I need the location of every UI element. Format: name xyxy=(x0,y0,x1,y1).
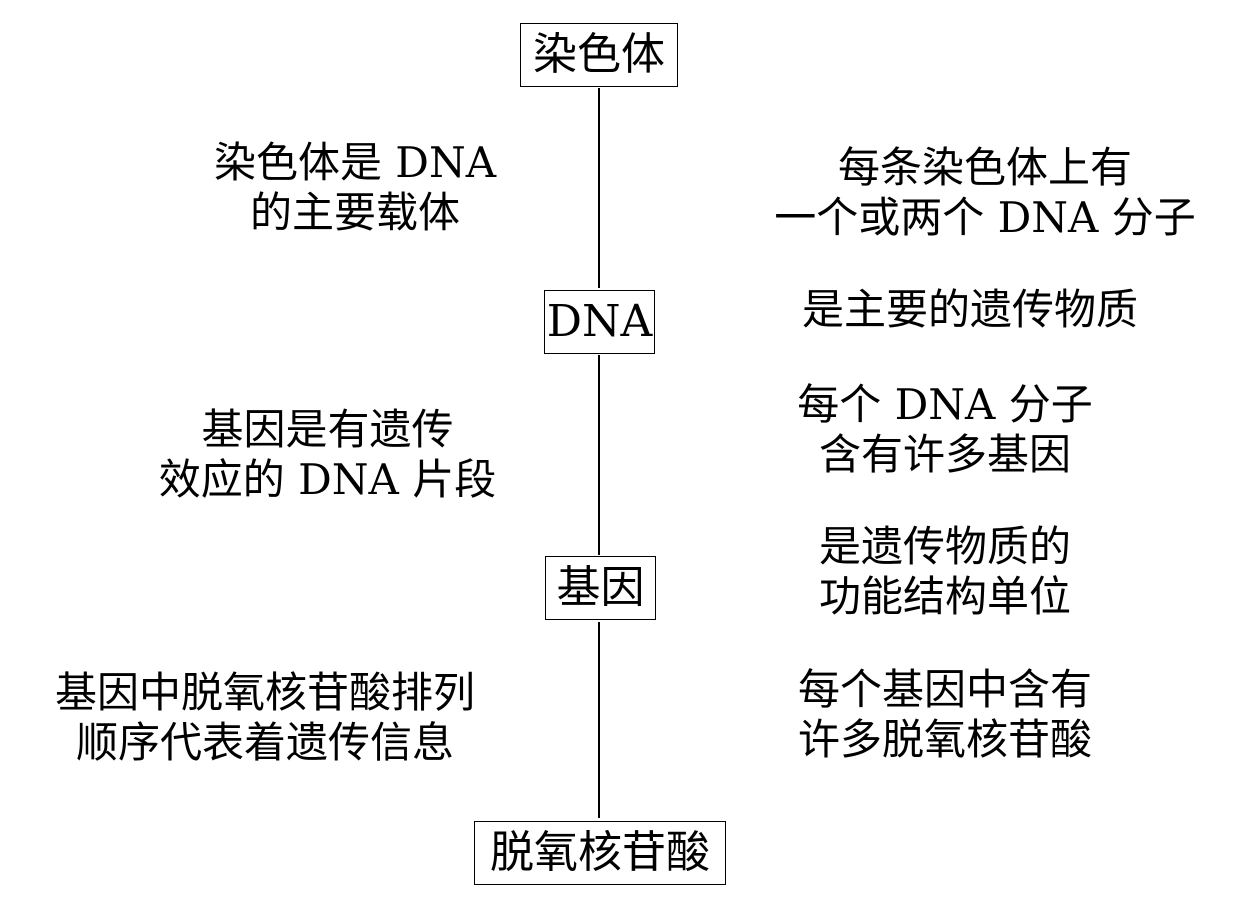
connector-gene-nucleotide xyxy=(598,622,600,818)
note-line: 许多脱氧核苷酸 xyxy=(797,715,1092,764)
note-line: 是主要的遗传物质 xyxy=(801,285,1138,334)
note-line: 效应的 DNA 片段 xyxy=(158,455,497,504)
note-right-dna-role: 是主要的遗传物质 xyxy=(760,285,1180,335)
note-line: 每个基因中含有 xyxy=(797,665,1092,714)
note-right-chromosome-dna: 每条染色体上有 一个或两个 DNA 分子 xyxy=(745,143,1225,243)
connector-chromosome-dna xyxy=(598,88,600,288)
note-line: 是遗传物质的 xyxy=(818,522,1071,571)
note-line: 每个 DNA 分子 xyxy=(797,380,1093,429)
connector-dna-gene xyxy=(598,355,600,555)
node-chromosome: 染色体 xyxy=(520,23,678,87)
note-line: 基因是有遗传 xyxy=(201,405,454,454)
note-line: 一个或两个 DNA 分子 xyxy=(774,193,1196,242)
note-line: 基因中脱氧核苷酸排列 xyxy=(54,668,475,717)
node-nucleotide: 脱氧核苷酸 xyxy=(474,821,726,885)
note-line: 染色体是 DNA xyxy=(213,138,497,187)
note-line: 每条染色体上有 xyxy=(837,143,1132,192)
note-left-chromosome-dna: 染色体是 DNA 的主要载体 xyxy=(190,138,520,238)
note-left-gene-nucleotide: 基因中脱氧核苷酸排列 顺序代表着遗传信息 xyxy=(15,668,515,768)
note-right-dna-gene: 每个 DNA 分子 含有许多基因 xyxy=(765,380,1125,480)
note-left-gene-dna: 基因是有遗传 效应的 DNA 片段 xyxy=(135,405,520,505)
node-gene: 基因 xyxy=(545,556,656,620)
note-line: 功能结构单位 xyxy=(818,572,1071,621)
note-line: 的主要载体 xyxy=(249,188,460,237)
note-line: 含有许多基因 xyxy=(818,430,1071,479)
note-line: 顺序代表着遗传信息 xyxy=(75,718,454,767)
note-right-gene-role: 是遗传物质的 功能结构单位 xyxy=(780,522,1110,622)
node-dna: DNA xyxy=(544,290,655,354)
note-right-gene-nucleotide: 每个基因中含有 许多脱氧核苷酸 xyxy=(770,665,1120,765)
